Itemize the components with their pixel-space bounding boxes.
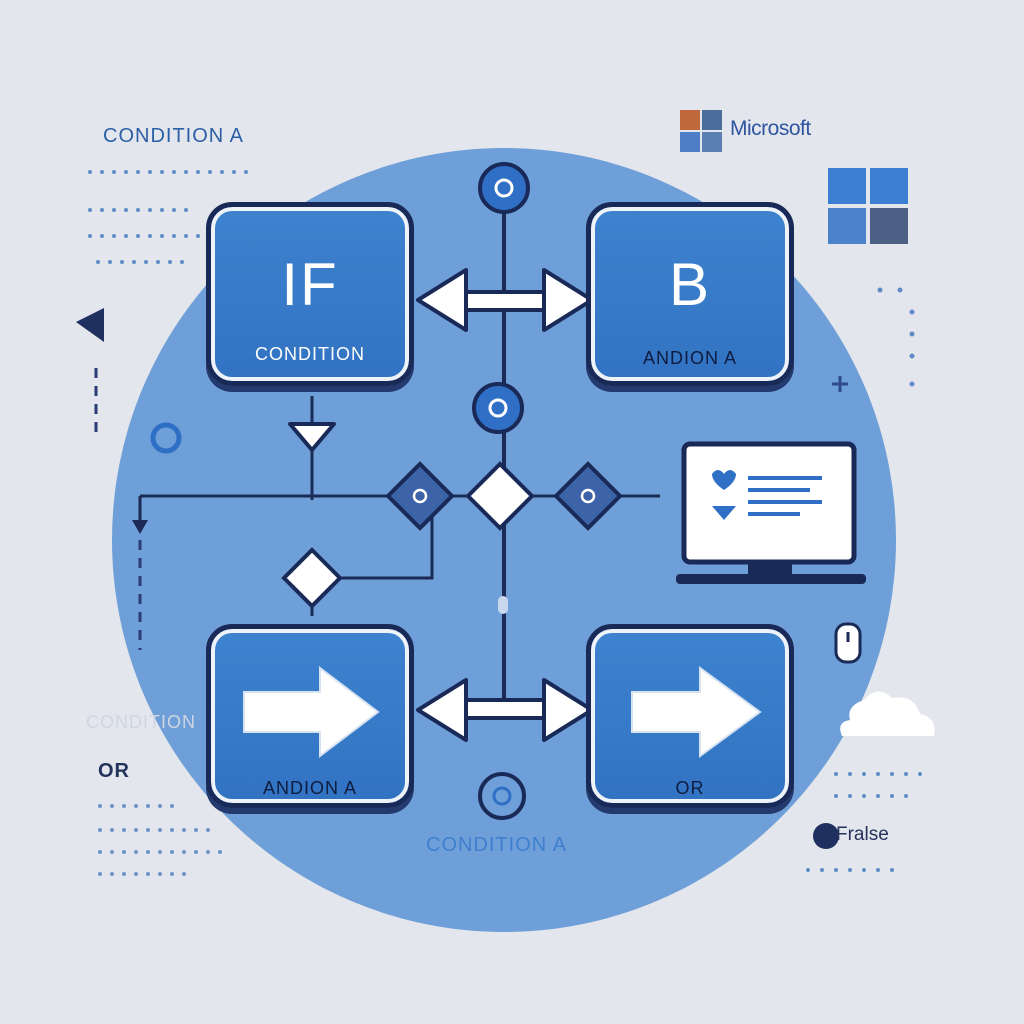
bottom-connector-circle — [478, 772, 526, 820]
if-node-title: IF — [281, 251, 339, 318]
ring-icon-left — [150, 422, 182, 454]
if-node-face — [206, 202, 414, 386]
bottom-connector-ring — [492, 786, 512, 806]
diamond-left — [385, 461, 455, 531]
diamond-center — [465, 461, 535, 531]
diamond-lower-left — [281, 547, 343, 609]
diamond-side-connector — [340, 496, 434, 580]
dot-pattern-right — [806, 287, 922, 872]
double-arrow-bottom — [416, 678, 594, 742]
monitor-icon — [676, 441, 866, 584]
if-node-subtitle: CONDITION — [255, 344, 365, 364]
play-triangle-icon — [76, 308, 104, 342]
if-down-arrow — [288, 422, 336, 452]
b-node-subtitle: ANDION A — [642, 348, 738, 368]
false-dot-icon — [813, 823, 839, 849]
top-connector-circle — [478, 162, 530, 214]
windows-logo-icon — [828, 168, 908, 244]
diamond-right — [553, 461, 623, 531]
left-or-label: OR — [98, 760, 130, 782]
ghost-condition-label: CONDITION — [86, 712, 196, 732]
mid-connector-circle — [472, 382, 524, 434]
bottom-right-node[interactable]: OR — [586, 624, 794, 808]
double-arrow-top — [416, 268, 594, 332]
if-node[interactable]: IF CONDITION — [206, 202, 414, 386]
bottom-condition-label: CONDITION A — [426, 834, 568, 856]
mid-connector-ring — [488, 398, 508, 418]
bottom-left-node[interactable]: ANDION A — [206, 624, 414, 808]
dot-pattern-bottom-left — [98, 804, 222, 876]
left-drop-arrow — [132, 520, 148, 534]
dot-pattern-top-left — [88, 170, 248, 264]
brand-label: Microsoft — [730, 117, 811, 140]
plus-icon — [832, 376, 848, 392]
top-connector-ring — [494, 178, 514, 198]
mouse-icon — [834, 622, 862, 664]
false-label: Fralse — [836, 824, 889, 845]
heart-icon — [712, 470, 736, 490]
bottom-left-node-subtitle: ANDION A — [262, 778, 358, 798]
cloud-icon — [840, 691, 935, 736]
b-node-title: B — [668, 251, 712, 318]
small-pill — [498, 596, 508, 614]
microsoft-logo-icon — [680, 110, 722, 152]
b-node[interactable]: B ANDION A — [586, 202, 794, 386]
b-node-face — [586, 202, 794, 386]
top-left-label: CONDITION A — [103, 125, 245, 147]
bottom-right-node-subtitle: OR — [675, 778, 705, 798]
